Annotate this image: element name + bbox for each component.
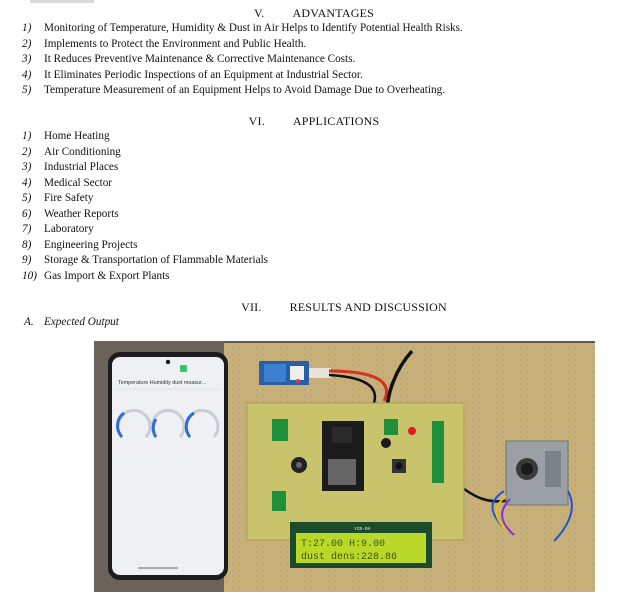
list-item: 4)It Eliminates Periodic Inspections of …: [22, 68, 363, 81]
list-item: 4)Medical Sector: [22, 176, 113, 189]
list-item: 5)Temperature Measurement of an Equipmen…: [22, 84, 446, 96]
lcd-line-2: dust dens:228.86: [301, 551, 397, 563]
section-heading-advantages: V. ADVANTAGES: [0, 6, 628, 21]
lcd-line-1: T:27.00 H:9.00: [301, 539, 385, 550]
section-heading-applications: VI. APPLICATIONS: [0, 114, 628, 129]
humidity-gauge: [150, 408, 186, 438]
lcd-display: YCB-DH T:27.00 H:9.00 dust dens:228.86: [290, 522, 432, 568]
lcd-module-label: YCB-DH: [354, 526, 371, 532]
list-item: 7)Laboratory: [22, 223, 94, 235]
list-item: 5)Fire Safety: [22, 192, 94, 204]
section-title: RESULTS AND DISCUSSION: [289, 300, 447, 314]
list-item: 9)Storage & Transportation of Flammable …: [22, 254, 269, 266]
subsection-heading-expected-output: A.Expected Output: [24, 316, 119, 328]
phone-app-title: Temperature Humidity dust measur...: [118, 380, 206, 386]
section-title: ADVANTAGES: [292, 6, 375, 20]
status-led: [408, 427, 416, 435]
list-item: 3)It Reduces Preventive Maintenance & Co…: [22, 53, 356, 65]
applications-list: 1)Home Heating 2)Air Conditioning 3)Indu…: [22, 129, 268, 284]
section-number: V.: [253, 6, 265, 20]
list-item: 2)Air Conditioning: [22, 145, 121, 158]
app-status-icon: [180, 365, 187, 372]
section-number: VI.: [248, 114, 265, 128]
section-heading-results: VII. RESULTS AND DISCUSSION: [0, 300, 628, 315]
temperature-gauge: [116, 408, 152, 439]
list-item: 2)Implements to Protect the Environment …: [22, 37, 307, 50]
pcb-board: [246, 402, 465, 541]
section-number: VII.: [241, 300, 262, 314]
list-item: 8)Engineering Projects: [22, 238, 138, 251]
dust-sensor: [505, 440, 569, 506]
list-item: 10)Gas Import & Export Plants: [22, 269, 170, 282]
list-item: 1)Monitoring of Temperature, Humidity & …: [22, 22, 463, 34]
advantages-list: 1)Monitoring of Temperature, Humidity & …: [22, 21, 463, 99]
dht-sensor: [259, 361, 331, 385]
page-top-rule: [30, 0, 94, 3]
smartphone: Temperature Humidity dust measur...: [108, 352, 228, 580]
dust-gauge: [184, 408, 220, 438]
prototype-photo-drawing: Temperature Humidity dust measur...: [94, 341, 595, 592]
section-title: APPLICATIONS: [292, 114, 380, 128]
list-item: 3)Industrial Places: [22, 161, 119, 173]
prototype-photo: Temperature Humidity dust measur...: [94, 341, 595, 592]
list-item: 6)Weather Reports: [22, 207, 119, 220]
list-item: 1)Home Heating: [22, 130, 110, 142]
